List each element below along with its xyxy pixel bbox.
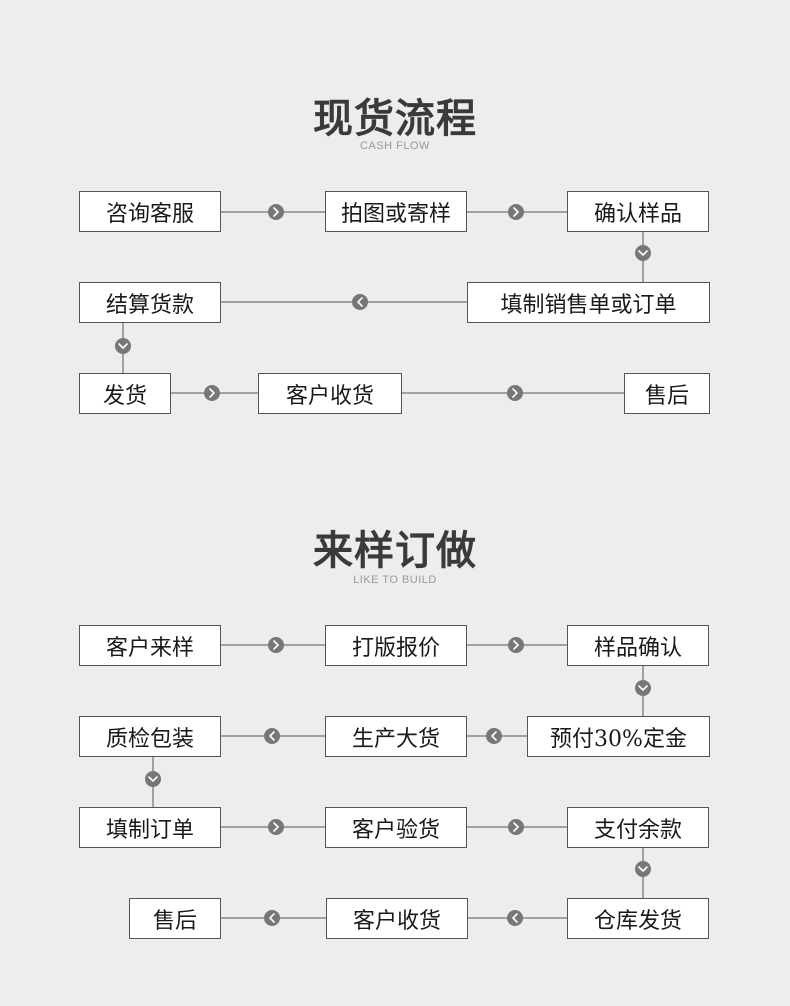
connector-2	[467, 204, 567, 220]
step-fill-order: 填制订单	[79, 807, 221, 848]
connector-15	[467, 819, 567, 835]
step-pay-balance: 支付余款	[567, 807, 709, 848]
step-sample-confirm: 样品确认	[567, 625, 709, 666]
chevron-right-icon	[273, 640, 279, 650]
step-qc-packing: 质检包装	[79, 716, 221, 757]
step-customer-inspect: 客户验货	[325, 807, 467, 848]
step-consult-service: 咨询客服	[79, 191, 221, 232]
chevron-left-icon	[512, 913, 518, 923]
chevron-left-icon	[357, 297, 363, 307]
chevron-right-icon	[512, 388, 518, 398]
connector-6	[171, 385, 258, 401]
connector-17	[468, 910, 567, 926]
connector-3	[635, 232, 651, 282]
arrow-right-icon	[508, 204, 524, 220]
step-fill-sales-order: 填制销售单或订单	[467, 282, 710, 323]
chevron-down-icon	[638, 250, 648, 256]
arrow-right-icon	[268, 637, 284, 653]
chevron-right-icon	[273, 822, 279, 832]
arrow-right-icon	[268, 819, 284, 835]
chevron-right-icon	[209, 388, 215, 398]
chevron-right-icon	[273, 207, 279, 217]
step-deposit: 预付30%定金	[527, 716, 710, 757]
connector-5	[115, 323, 131, 373]
connector-10	[635, 666, 651, 716]
chevron-right-icon	[513, 822, 519, 832]
connector-9	[467, 637, 567, 653]
step-customer-sample: 客户来样	[79, 625, 221, 666]
step-photo-or-sample: 拍图或寄样	[325, 191, 467, 232]
connector-18	[221, 910, 326, 926]
section-subtitle-like-to-build: LIKE TO BUILD	[353, 574, 437, 586]
connector-4	[221, 294, 467, 310]
arrow-right-icon	[507, 385, 523, 401]
arrow-down-icon	[635, 245, 651, 261]
chevron-left-icon	[269, 913, 275, 923]
arrow-right-icon	[508, 819, 524, 835]
connector-7	[402, 385, 624, 401]
chevron-down-icon	[118, 343, 128, 349]
section-title-like-to-build: 来样订做	[313, 528, 477, 574]
arrow-down-icon	[635, 680, 651, 696]
section-title-cash-flow: 现货流程	[313, 96, 477, 142]
step-ship: 发货	[79, 373, 171, 414]
arrow-left-icon	[352, 294, 368, 310]
step-confirm-sample: 确认样品	[567, 191, 709, 232]
chevron-right-icon	[513, 207, 519, 217]
connector-1	[221, 204, 325, 220]
step-after-sales-2: 售后	[129, 898, 221, 939]
arrow-right-icon	[204, 385, 220, 401]
section-subtitle-cash-flow: CASH FLOW	[360, 140, 430, 152]
chevron-down-icon	[148, 776, 158, 782]
arrow-down-icon	[635, 861, 651, 877]
chevron-down-icon	[638, 866, 648, 872]
connector-16	[635, 848, 651, 898]
arrow-left-icon	[486, 728, 502, 744]
connector-14	[221, 819, 325, 835]
step-mass-production: 生产大货	[325, 716, 467, 757]
chevron-right-icon	[513, 640, 519, 650]
connector-11	[467, 728, 527, 744]
arrow-left-icon	[264, 910, 280, 926]
connector-8	[221, 637, 325, 653]
connector-12	[221, 728, 325, 744]
step-settle-payment: 结算货款	[79, 282, 221, 323]
arrow-left-icon	[507, 910, 523, 926]
chevron-left-icon	[269, 731, 275, 741]
connector-13	[145, 757, 161, 807]
step-after-sales: 售后	[624, 373, 710, 414]
chevron-left-icon	[491, 731, 497, 741]
arrow-right-icon	[268, 204, 284, 220]
arrow-down-icon	[145, 771, 161, 787]
chevron-down-icon	[638, 685, 648, 691]
step-customer-receive: 客户收货	[258, 373, 402, 414]
step-warehouse-ship: 仓库发货	[567, 898, 709, 939]
step-proof-quote: 打版报价	[325, 625, 467, 666]
arrow-down-icon	[115, 338, 131, 354]
arrow-right-icon	[508, 637, 524, 653]
arrow-left-icon	[264, 728, 280, 744]
step-customer-receive-2: 客户收货	[326, 898, 468, 939]
